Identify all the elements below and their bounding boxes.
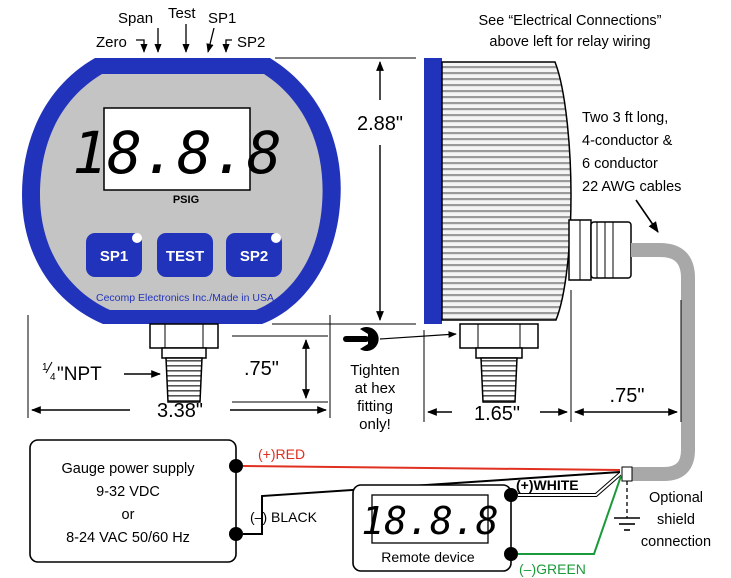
dim-height-value: 2.88" [357,113,403,135]
power-line4: 8-24 VAC 50/60 Hz [66,530,190,546]
label-sp1: SP1 [208,10,236,27]
sp1-indicator-led [132,233,142,243]
front-fitting [149,323,219,403]
sp1-button[interactable]: SP1 [86,233,142,277]
white-wire [518,473,621,496]
shield-line1: Optional [649,490,703,506]
test-button-label: TEST [166,248,204,265]
shield-line3: connection [641,534,711,550]
arrow-sp1 [206,27,215,53]
note-cables-line1: Two 3 ft long, [582,110,668,126]
tighten-line1: Tighten [350,362,399,379]
label-sp2: SP2 [237,34,265,51]
label-test: Test [168,5,196,22]
sp2-button[interactable]: SP2 [226,233,282,277]
dim-width: 3.38" [27,315,331,422]
ground-icon [614,481,640,531]
power-line2: 9-32 VDC [96,484,160,500]
wire-green-label: (–)GREEN [519,561,586,577]
wire-red-label: (+)RED [258,446,305,462]
dim-cable-value: .75" [610,385,645,407]
remote-label: Remote device [381,549,475,565]
green-wire [518,475,622,555]
gauge-lcd [103,107,251,191]
power-line3: or [122,507,135,523]
sp2-indicator-led [271,233,281,243]
power-line1: Gauge power supply [62,461,196,477]
dim-height: 2.88" [272,57,416,325]
gray-cable [631,243,695,481]
cable-end [621,466,633,482]
shield-line2: shield [657,512,695,528]
sp2-button-label: SP2 [240,248,268,265]
dim-stem: .75" [232,335,328,403]
dim-cable: .75" [574,300,682,422]
dim-stem-value: .75" [244,358,279,380]
npt-fraction-num: 1 [42,362,48,373]
power-supply-box: Gauge power supply 9-32 VDC or 8-24 VAC … [29,439,237,563]
label-span: Span [118,10,153,27]
note-electrical-line2: above left for relay wiring [489,34,650,50]
remote-device-box: 18.8.8 Remote device [352,484,512,572]
npt-text: "NPT [57,364,102,385]
note-cables-line4: 22 AWG cables [582,179,681,195]
remote-plus-terminal [504,488,518,502]
power-minus-terminal [229,527,243,541]
dim-width-value: 3.38" [157,400,203,422]
red-wire [242,465,621,471]
gauge-front: 18.8.8 PSIG SP1 TEST SP2 Cecomp Electron… [22,58,341,324]
arrow-zero [136,39,148,53]
sp1-button-label: SP1 [100,248,128,265]
wire-black-label: (–) BLACK [250,509,318,525]
npt-label: 1 4 "NPT [42,361,161,385]
note-electrical-line1: See “Electrical Connections” [479,13,662,29]
tighten-line3: fitting [357,398,393,415]
dim-depth-value: 1.65" [474,403,520,425]
npt-fraction-den: 4 [50,372,56,383]
note-cables-line2: 4-conductor & [582,133,673,149]
remote-minus-terminal [504,547,518,561]
remote-lcd [371,494,489,544]
gauge-lcd-digits: 18.8.8 [72,119,282,187]
note-cables-line3: 6 conductor [582,156,658,172]
power-plus-terminal [229,459,243,473]
test-button[interactable]: TEST [157,233,213,277]
side-housing [441,61,572,321]
dim-depth: 1.65" [423,290,572,425]
side-fitting [459,323,539,403]
gauge-units: PSIG [173,194,199,206]
arrow-sp2 [222,39,232,53]
top-labels: Zero Span Test SP1 SP2 [96,5,265,53]
wire-white-label: (+)WHITE [516,477,579,493]
side-bezel [424,58,442,324]
tighten-line2: at hex [355,380,396,397]
tighten-line4: only! [359,416,391,433]
remote-lcd-digits: 18.8.8 [361,499,498,543]
wrench-icon [343,327,379,352]
label-zero: Zero [96,34,127,51]
gauge-footer-text: Cecomp Electronics Inc./Made in USA [96,292,274,304]
note-cables: Two 3 ft long, 4-conductor & 6 conductor… [582,110,681,233]
gauge-side-view [424,58,632,324]
